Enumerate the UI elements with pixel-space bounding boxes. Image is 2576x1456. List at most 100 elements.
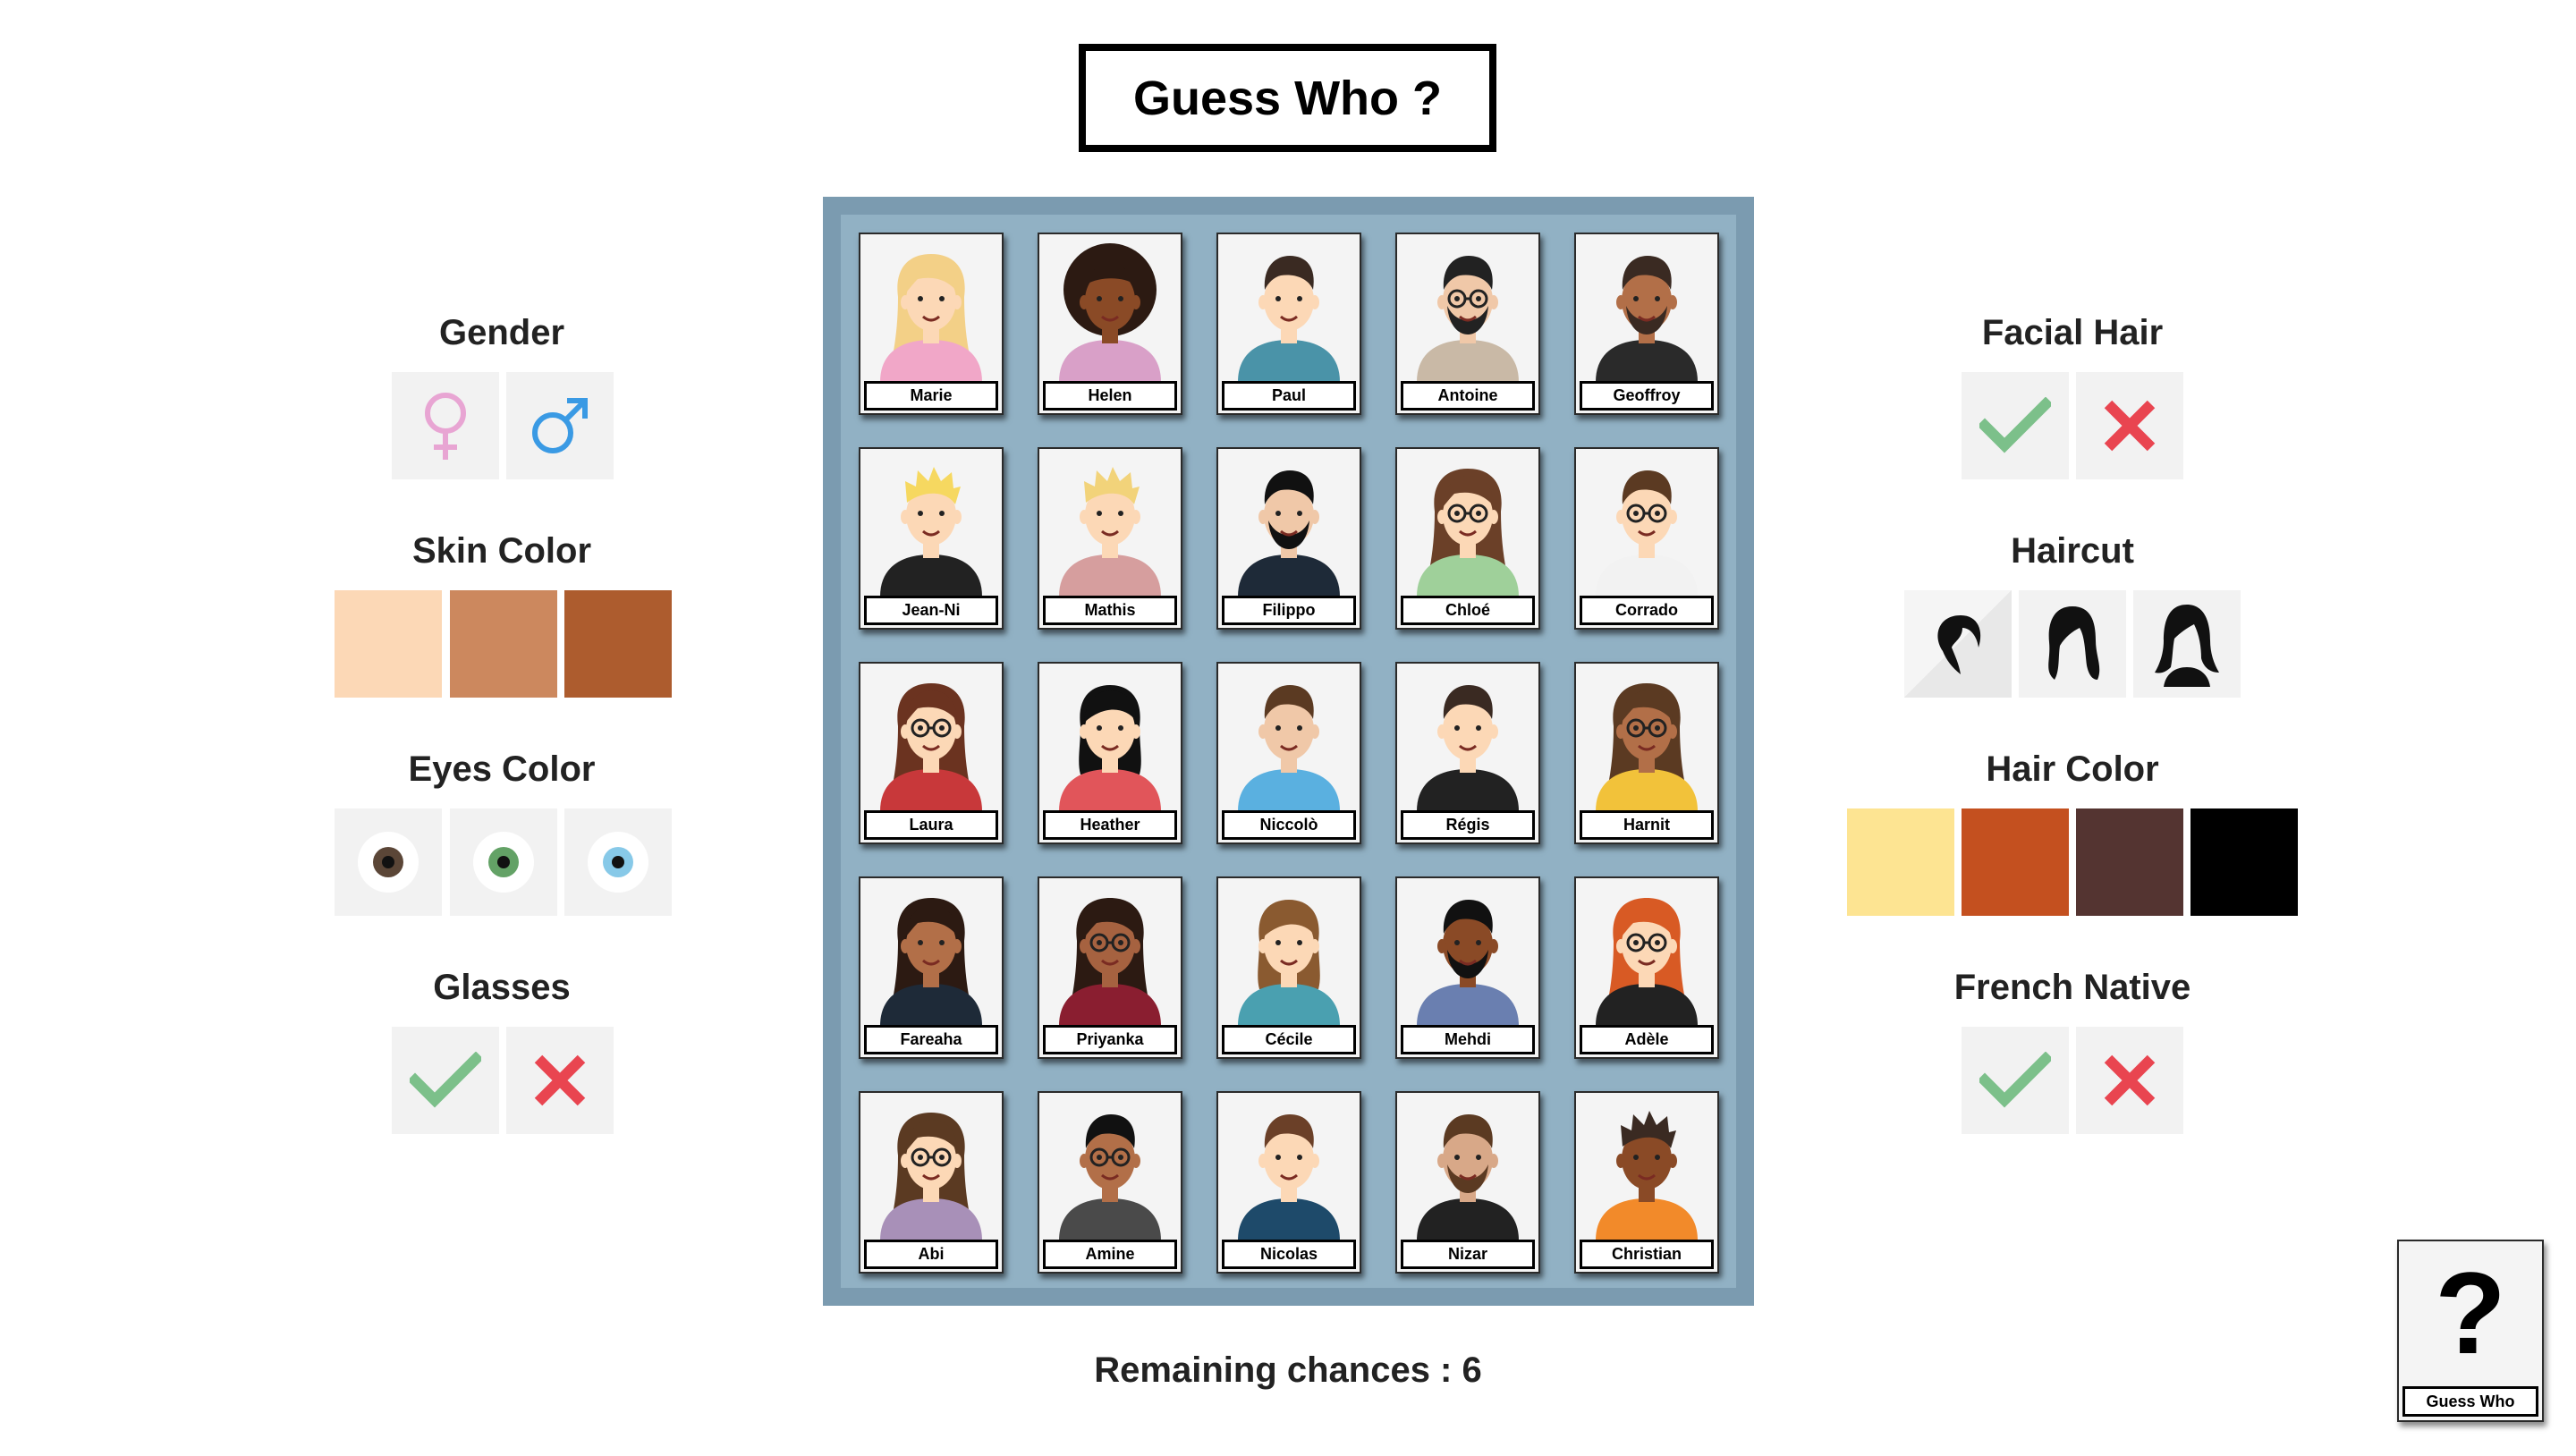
character-card[interactable]: Mehdi <box>1395 876 1540 1059</box>
character-board-inner: Marie Helen <box>841 215 1736 1288</box>
female-icon <box>425 393 466 460</box>
character-name: Régis <box>1401 810 1535 840</box>
skin-color-light-swatch[interactable] <box>335 590 442 698</box>
character-name: Jean-Ni <box>864 596 998 625</box>
medium-hair-icon <box>2048 606 2100 680</box>
haircut-long-button[interactable] <box>2133 590 2241 698</box>
haircut-short-button[interactable] <box>1904 590 2012 698</box>
character-card[interactable]: Geoffroy <box>1574 233 1719 415</box>
glasses-no-button[interactable] <box>506 1027 614 1134</box>
character-card[interactable]: Paul <box>1216 233 1361 415</box>
character-name: Harnit <box>1580 810 1714 840</box>
character-card[interactable]: Helen <box>1038 233 1182 415</box>
character-card[interactable]: Harnit <box>1574 662 1719 844</box>
hair-color-red-swatch[interactable] <box>1962 808 2069 916</box>
long-hair-icon <box>2155 605 2219 687</box>
character-card[interactable]: Heather <box>1038 662 1182 844</box>
character-card[interactable]: Abi <box>859 1091 1004 1274</box>
hair-color-brown-swatch[interactable] <box>2076 808 2183 916</box>
character-name: Antoine <box>1401 381 1535 411</box>
character-name: Mehdi <box>1401 1025 1535 1054</box>
eyes-blue-button[interactable] <box>564 808 672 916</box>
haircut-label: Haircut <box>2011 531 2134 571</box>
character-card[interactable]: Adèle <box>1574 876 1719 1059</box>
blue-eye-icon <box>588 832 648 893</box>
gender-label: Gender <box>438 313 565 352</box>
remaining-chances: Remaining chances : 6 <box>1094 1350 1482 1390</box>
french-native-no-button[interactable] <box>2076 1027 2183 1134</box>
character-name: Geoffroy <box>1580 381 1714 411</box>
guess-who-label: Guess Who <box>2402 1386 2538 1417</box>
character-name: Heather <box>1043 810 1177 840</box>
glasses-yes-button[interactable] <box>392 1027 499 1134</box>
character-card[interactable]: Jean-Ni <box>859 447 1004 630</box>
character-card[interactable]: Fareaha <box>859 876 1004 1059</box>
character-name: Christian <box>1580 1240 1714 1269</box>
brown-eye-icon <box>358 832 419 893</box>
character-name: Filippo <box>1222 596 1356 625</box>
skin-color-dark-swatch[interactable] <box>564 590 672 698</box>
character-card[interactable]: Chloé <box>1395 447 1540 630</box>
character-name: Chloé <box>1401 596 1535 625</box>
check-icon <box>1979 397 2051 453</box>
gender-male-button[interactable] <box>506 372 614 479</box>
male-icon <box>532 398 588 453</box>
guess-who-button[interactable]: ? Guess Who <box>2397 1240 2544 1422</box>
character-board: Marie Helen <box>823 197 1754 1306</box>
cross-icon <box>534 1054 586 1106</box>
character-name: Corrado <box>1580 596 1714 625</box>
character-card[interactable]: Amine <box>1038 1091 1182 1274</box>
cross-icon <box>2104 400 2156 452</box>
glasses-label: Glasses <box>433 968 571 1007</box>
character-name: Adèle <box>1580 1025 1714 1054</box>
french-native-label: French Native <box>1953 968 2191 1007</box>
eyes-color-label: Eyes Color <box>408 749 596 789</box>
character-card[interactable]: Priyanka <box>1038 876 1182 1059</box>
character-name: Nicolas <box>1222 1240 1356 1269</box>
character-name: Paul <box>1222 381 1356 411</box>
character-card[interactable]: Cécile <box>1216 876 1361 1059</box>
green-eye-icon <box>473 832 534 893</box>
eyes-brown-button[interactable] <box>335 808 442 916</box>
character-name: Abi <box>864 1240 998 1269</box>
character-name: Nizar <box>1401 1240 1535 1269</box>
facial-hair-no-button[interactable] <box>2076 372 2183 479</box>
short-hair-icon <box>1937 615 1981 674</box>
character-card[interactable]: Corrado <box>1574 447 1719 630</box>
character-card[interactable]: Christian <box>1574 1091 1719 1274</box>
character-card[interactable]: Mathis <box>1038 447 1182 630</box>
character-name: Niccolò <box>1222 810 1356 840</box>
character-name: Mathis <box>1043 596 1177 625</box>
character-name: Fareaha <box>864 1025 998 1054</box>
hair-color-black-swatch[interactable] <box>2190 808 2298 916</box>
character-name: Marie <box>864 381 998 411</box>
eyes-green-button[interactable] <box>450 808 557 916</box>
character-card[interactable]: Antoine <box>1395 233 1540 415</box>
check-icon <box>1979 1052 2051 1108</box>
character-name: Helen <box>1043 381 1177 411</box>
skin-color-label: Skin Color <box>411 531 592 571</box>
facial-hair-yes-button[interactable] <box>1962 372 2069 479</box>
hair-color-blond-swatch[interactable] <box>1847 808 1954 916</box>
facial-hair-label: Facial Hair <box>1981 313 2164 352</box>
question-mark-icon: ? <box>2435 1248 2506 1378</box>
character-card[interactable]: Laura <box>859 662 1004 844</box>
skin-color-medium-swatch[interactable] <box>450 590 557 698</box>
character-name: Priyanka <box>1043 1025 1177 1054</box>
hair-color-label: Hair Color <box>1986 749 2159 789</box>
character-card[interactable]: Niccolò <box>1216 662 1361 844</box>
character-name: Laura <box>864 810 998 840</box>
cross-icon <box>2104 1054 2156 1106</box>
character-card[interactable]: Nizar <box>1395 1091 1540 1274</box>
character-card[interactable]: Marie <box>859 233 1004 415</box>
character-name: Cécile <box>1222 1025 1356 1054</box>
haircut-medium-button[interactable] <box>2019 590 2126 698</box>
gender-female-button[interactable] <box>392 372 499 479</box>
character-card[interactable]: Nicolas <box>1216 1091 1361 1274</box>
french-native-yes-button[interactable] <box>1962 1027 2069 1134</box>
character-card[interactable]: Régis <box>1395 662 1540 844</box>
check-icon <box>410 1052 481 1108</box>
character-name: Amine <box>1043 1240 1177 1269</box>
game-title: Guess Who ? <box>1079 44 1496 152</box>
character-card[interactable]: Filippo <box>1216 447 1361 630</box>
